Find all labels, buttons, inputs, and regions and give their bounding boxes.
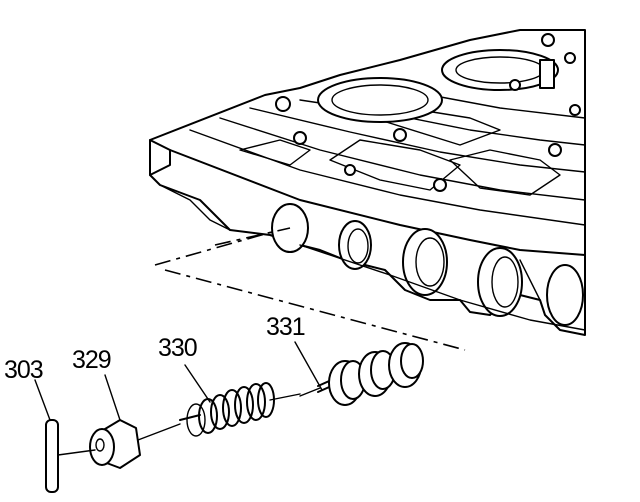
callout-331: 331	[266, 313, 305, 341]
callout-labels: 303 329 330 331	[4, 313, 306, 384]
valve-body-casting	[149, 29, 586, 336]
callout-329: 329	[72, 346, 111, 374]
plug-329	[89, 419, 181, 469]
leader-lines	[34, 341, 323, 421]
pin-303	[45, 419, 96, 493]
callout-330: 330	[158, 334, 197, 362]
valve-331	[299, 342, 424, 406]
spring-330	[179, 382, 301, 437]
callout-303: 303	[4, 356, 43, 384]
centerlines	[154, 227, 466, 351]
